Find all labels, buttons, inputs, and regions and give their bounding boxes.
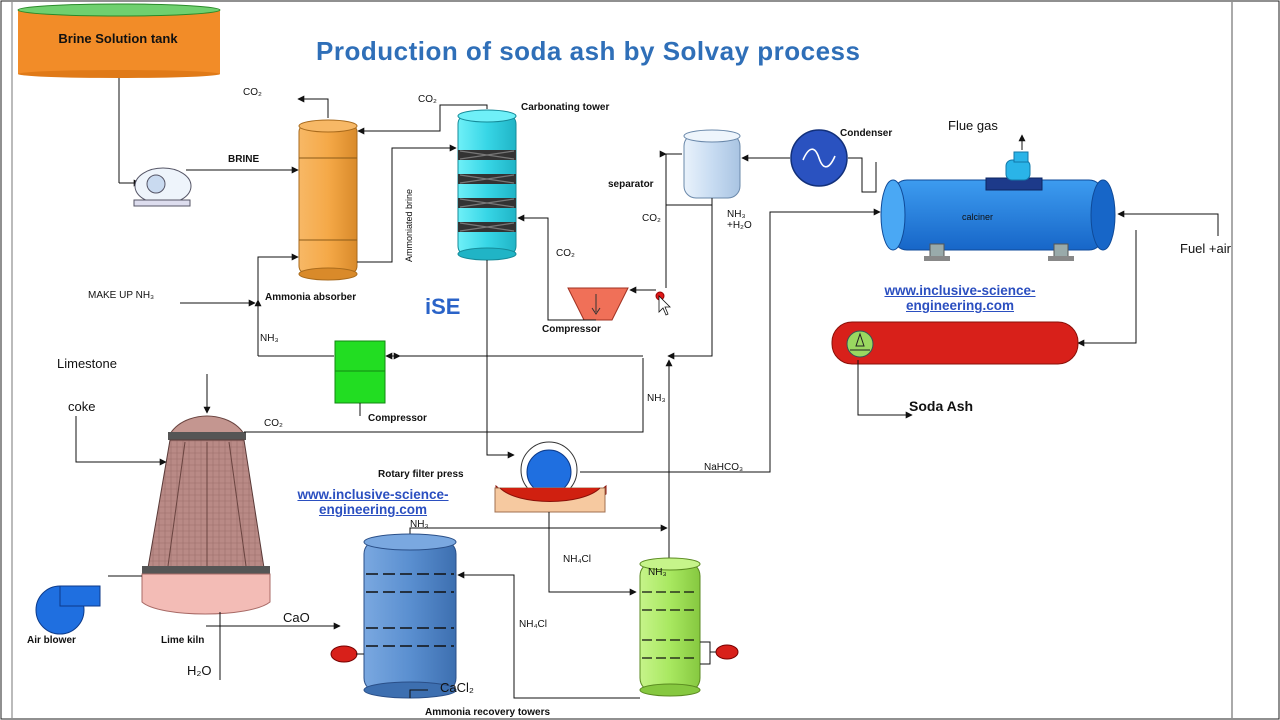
rotary-filter-press-label: Rotary filter press [378,469,464,480]
carbonating-tower-label: Carbonating tower [521,102,610,113]
cao-label: CaO [283,610,310,625]
nh4cl-label-2: NH₄Cl [519,619,547,630]
ammonia-absorber [298,119,358,281]
lime-kiln [108,415,271,615]
ammonia-recovery-towers-label: Ammonia recovery towers [425,707,551,718]
website-line2: engineering.com [905,298,1015,313]
condenser [790,129,848,187]
fuel-air-label: Fuel +air [1180,241,1231,256]
coke-label: coke [68,399,96,414]
ammonia-recovery-tower-blue [330,533,457,699]
flue-gas-label: Flue gas [948,118,998,133]
compressor-left-label: Compressor [368,413,427,424]
condenser-label: Condenser [840,128,893,139]
mouse-cursor-icon [658,295,671,316]
brine-tank-label: Brine Solution tank [58,31,178,46]
nh3-h2o-label: NH₃ +H₂O [727,209,752,231]
co2-between-label: CO₂ [418,94,437,105]
nh3-recovery-label: NH₃ [410,519,429,530]
brine-solution-tank [17,3,221,78]
website-link-right[interactable]: www.inclusive-science- engineering.com [842,283,1078,313]
green-compressor [334,340,386,404]
website-line2: engineering.com [318,502,428,517]
website-line1: www.inclusive-science- [297,487,449,502]
make-up-nh3-label: MAKE UP NH₃ [88,290,155,301]
nh3-mid-label: NH₃ [647,393,666,404]
soda-ash-cooler [831,321,1079,365]
ise-logo: iSE [425,294,461,319]
ammoniated-brine-label: Ammoniated brine [404,188,414,262]
nh3-green-label: NH₃ [648,567,667,578]
website-line1: www.inclusive-science- [884,283,1036,298]
limestone-label: Limestone [57,356,117,371]
cacl2-label: CaCl₂ [440,680,474,695]
calciner [880,151,1116,261]
soda-ash-label: Soda Ash [909,398,974,414]
air-blower-label: Air blower [27,635,76,646]
nahco3-label: NaHCO₃ [704,462,744,473]
co2-compressor-label: CO₂ [556,248,575,259]
page-title: Production of soda ash by Solvay process [316,36,861,66]
carbonating-tower [457,109,517,261]
separator-label: separator [608,179,654,190]
compressor-right-label: Compressor [542,324,601,335]
co2-separator-label: CO₂ [642,213,661,224]
brine-label: BRINE [228,154,260,165]
ammonia-recovery-tower-green [639,557,739,697]
rotary-filter-press [494,441,607,513]
brine-pump [133,167,192,207]
co2-compressor [567,287,629,321]
website-link-left[interactable]: www.inclusive-science- engineering.com [256,487,490,517]
ammonia-absorber-label: Ammonia absorber [265,292,357,303]
nh4cl-label-1: NH₄Cl [563,554,591,565]
co2-top-label: CO₂ [243,87,262,98]
air-blower [35,585,101,635]
nh3-left-label: NH₃ [260,333,279,344]
lime-kiln-label: Lime kiln [161,635,205,646]
co2-kiln-label: CO₂ [264,418,283,429]
calciner-label: calciner [962,212,994,222]
separator-vessel [683,129,741,199]
h2o-label: H₂O [187,663,212,678]
